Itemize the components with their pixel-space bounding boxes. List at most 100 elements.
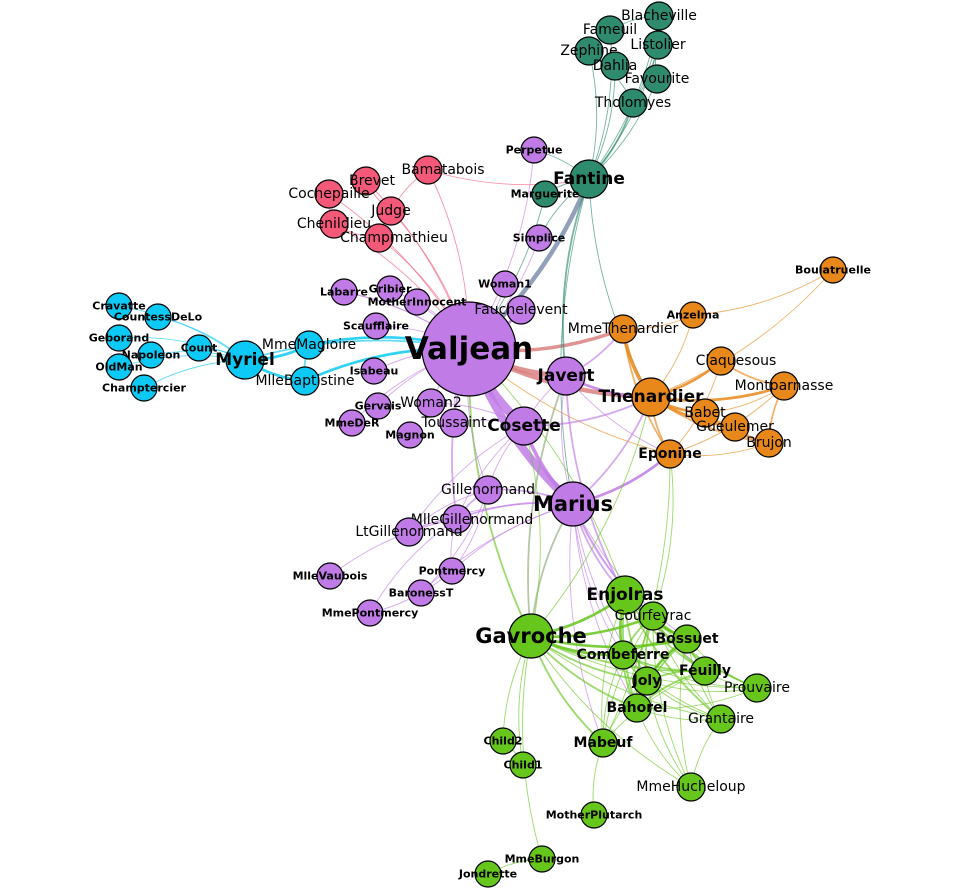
node-judge[interactable]: Judge xyxy=(370,196,411,226)
node-circle[interactable] xyxy=(506,295,536,325)
node-champmathieu[interactable]: Champmathieu xyxy=(340,223,448,253)
node-circle[interactable] xyxy=(672,624,702,654)
node-joly[interactable]: Joly xyxy=(632,666,662,696)
node-mmepontmercy[interactable]: MmePontmercy xyxy=(322,599,419,627)
node-circle[interactable] xyxy=(225,340,265,380)
node-circle[interactable] xyxy=(550,481,596,527)
node-circle[interactable] xyxy=(580,801,608,829)
node-child1[interactable]: Child1 xyxy=(504,751,543,779)
node-circle[interactable] xyxy=(316,562,344,590)
node-circle[interactable] xyxy=(330,278,358,306)
node-enjolras[interactable]: Enjolras xyxy=(586,575,664,615)
node-circle[interactable] xyxy=(520,136,548,164)
node-fauchelevent[interactable]: Fauchelevent xyxy=(474,295,568,325)
node-circle[interactable] xyxy=(338,409,366,437)
node-circle[interactable] xyxy=(676,772,706,802)
node-circle[interactable] xyxy=(644,1,674,31)
node-circle[interactable] xyxy=(290,366,320,396)
node-circle[interactable] xyxy=(473,475,503,505)
node-circle[interactable] xyxy=(508,613,554,659)
node-circle[interactable] xyxy=(690,656,720,686)
node-champtercier[interactable]: Champtercier xyxy=(102,374,187,402)
node-mmemagloire[interactable]: MmeMagloire xyxy=(262,330,356,360)
node-dahlia[interactable]: Dahlia xyxy=(593,51,638,81)
node-circle[interactable] xyxy=(574,36,604,66)
node-javert[interactable]: Javert xyxy=(537,356,595,396)
node-bahorel[interactable]: Bahorel xyxy=(607,693,668,723)
node-child2[interactable]: Child2 xyxy=(484,727,523,755)
node-circle[interactable] xyxy=(442,504,472,534)
node-circle[interactable] xyxy=(403,288,431,316)
node-woman1[interactable]: Woman1 xyxy=(478,270,532,298)
node-gribier[interactable]: Gribier xyxy=(369,275,412,303)
node-mmeburgon[interactable]: MmeBurgon xyxy=(505,845,580,873)
node-boulatruelle[interactable]: Boulatruelle xyxy=(795,256,871,284)
node-circle[interactable] xyxy=(531,180,559,208)
node-jondrette[interactable]: Jondrette xyxy=(458,860,517,888)
node-mllebaptistine[interactable]: MlleBaptistine xyxy=(255,366,355,396)
node-circle[interactable] xyxy=(769,371,799,401)
node-mmehucheloup[interactable]: MmeHucheloup xyxy=(636,772,746,802)
node-gervais[interactable]: Gervais xyxy=(355,392,402,420)
node-magnon[interactable]: Magnon xyxy=(385,421,435,449)
node-circle[interactable] xyxy=(376,196,406,226)
node-valjean[interactable]: Valjean xyxy=(405,301,533,397)
node-mllegillenormand[interactable]: MlleGillenormand xyxy=(411,504,534,534)
node-circle[interactable] xyxy=(351,166,381,196)
node-claquesous[interactable]: Claquesous xyxy=(696,346,777,376)
node-circle[interactable] xyxy=(742,673,772,703)
node-toussaint[interactable]: Toussaint xyxy=(420,408,487,438)
node-tholomyes[interactable]: Tholomyes xyxy=(594,88,671,118)
node-combeferre[interactable]: Combeferre xyxy=(577,640,670,670)
node-circle[interactable] xyxy=(439,408,469,438)
node-gueulemer[interactable]: Gueulemer xyxy=(696,412,774,442)
node-mmeder[interactable]: MmeDeR xyxy=(325,409,380,437)
node-circle[interactable] xyxy=(608,640,638,670)
node-listolier[interactable]: Listolier xyxy=(630,30,686,60)
node-cosette[interactable]: Cosette xyxy=(487,406,561,446)
node-circle[interactable] xyxy=(474,860,502,888)
node-circle[interactable] xyxy=(679,301,707,329)
node-circle[interactable] xyxy=(618,88,648,118)
node-circle[interactable] xyxy=(819,256,847,284)
node-circle[interactable] xyxy=(690,398,720,428)
node-thenardier[interactable]: Thenardier xyxy=(598,377,704,417)
node-circle[interactable] xyxy=(407,579,435,607)
node-mmethenardier[interactable]: MmeThenardier xyxy=(568,314,679,344)
node-napoleon[interactable]: Napoleon xyxy=(122,341,181,369)
node-circle[interactable] xyxy=(376,275,404,303)
node-circle[interactable] xyxy=(413,155,443,185)
node-chenildieu[interactable]: Chenildieu xyxy=(297,209,371,239)
node-gillenormand[interactable]: Gillenormand xyxy=(441,475,535,505)
node-circle[interactable] xyxy=(706,704,736,734)
node-feuilly[interactable]: Feuilly xyxy=(679,656,731,686)
node-prouvaire[interactable]: Prouvaire xyxy=(724,673,790,703)
node-circle[interactable] xyxy=(754,428,784,458)
node-circle[interactable] xyxy=(394,517,424,547)
node-circle[interactable] xyxy=(608,314,638,344)
node-ltgillenormand[interactable]: LtGillenormand xyxy=(355,517,463,547)
node-circle[interactable] xyxy=(569,159,609,199)
node-circle[interactable] xyxy=(364,223,394,253)
node-circle[interactable] xyxy=(314,179,344,209)
node-circle[interactable] xyxy=(504,406,544,446)
node-circle[interactable] xyxy=(360,357,388,385)
node-circle[interactable] xyxy=(632,666,662,696)
node-circle[interactable] xyxy=(643,30,673,60)
node-grantaire[interactable]: Grantaire xyxy=(688,704,754,734)
node-circle[interactable] xyxy=(438,557,466,585)
node-myriel[interactable]: Myriel xyxy=(215,340,275,380)
node-circle[interactable] xyxy=(706,346,736,376)
node-circle[interactable] xyxy=(595,15,625,45)
node-circle[interactable] xyxy=(144,303,172,331)
node-marguerite[interactable]: Marguerite xyxy=(511,180,580,208)
node-blacheville[interactable]: Blacheville xyxy=(621,1,697,31)
node-circle[interactable] xyxy=(137,341,165,369)
node-scaufflaire[interactable]: Scaufflaire xyxy=(343,312,409,340)
node-circle[interactable] xyxy=(294,330,324,360)
node-circle[interactable] xyxy=(642,64,672,94)
node-circle[interactable] xyxy=(105,324,133,352)
node-circle[interactable] xyxy=(638,601,668,631)
node-fameuil[interactable]: Fameuil xyxy=(583,15,637,45)
node-brevet[interactable]: Brevet xyxy=(349,166,396,196)
